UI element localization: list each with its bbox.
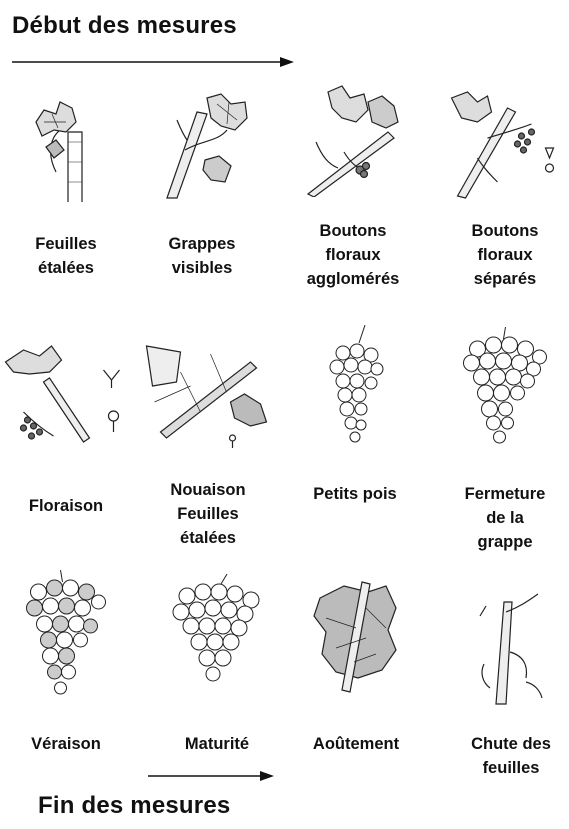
stage-grappes-visibles: Grappes visibles	[137, 80, 267, 280]
stage-label: Nouaison Feuilles étalées	[138, 478, 278, 550]
stage-nouaison: Nouaison Feuilles étalées	[143, 340, 273, 555]
start-arrow-icon	[12, 56, 294, 68]
stage-chute-des-feuilles: Chute des feuilles	[446, 570, 569, 790]
stage-label: Véraison	[0, 732, 136, 756]
vine-fruit-set-icon	[141, 342, 276, 452]
stage-label: Petits pois	[285, 482, 425, 506]
stage-veraison: Véraison	[1, 570, 131, 755]
vine-flowering-icon	[4, 342, 129, 457]
stage-label: Feuilles étalées	[0, 232, 136, 280]
stage-label: Boutons floraux séparés	[435, 219, 569, 291]
stage-label: Maturité	[147, 732, 287, 756]
stage-petits-pois: Petits pois	[290, 325, 420, 525]
end-title: Fin des mesures	[38, 792, 230, 820]
stage-boutons-floraux-agglomeres: Boutons floraux agglomérés	[288, 80, 418, 300]
stage-label: Grappes visibles	[132, 232, 272, 280]
end-arrow-icon	[148, 770, 274, 782]
stage-label: Boutons floraux agglomérés	[283, 219, 423, 291]
grape-cluster-pea-size-icon	[315, 325, 395, 455]
stage-fermeture-de-la-grappe: Fermeture de la grappe	[440, 325, 569, 565]
stage-aoutement: Aoûtement	[291, 570, 421, 755]
grape-cluster-veraison-icon	[19, 570, 114, 705]
stage-label: Fermeture de la grappe	[435, 482, 569, 554]
vine-shoot-clusters-visible-icon	[147, 90, 257, 200]
stage-maturite: Maturité	[152, 570, 282, 755]
vine-shoot-leaves-unfolded-icon	[16, 92, 116, 202]
vine-wood-ripening-icon	[306, 578, 406, 698]
stage-floraison: Floraison	[1, 340, 131, 530]
stage-feuilles-etalees: Feuilles étalées	[1, 80, 131, 280]
grape-cluster-closure-icon	[458, 327, 553, 452]
stage-boutons-floraux-separes: Boutons floraux séparés	[440, 80, 569, 300]
stage-label: Aoûtement	[286, 732, 426, 756]
grape-cluster-maturity-icon	[167, 574, 267, 699]
stage-label: Chute des feuilles	[441, 732, 569, 780]
start-title: Début des mesures	[12, 12, 237, 40]
stage-label: Floraison	[0, 494, 136, 518]
vine-leaf-fall-icon	[466, 592, 556, 707]
vine-flower-buds-separated-icon	[448, 88, 563, 200]
vine-flower-buds-clustered-icon	[298, 82, 408, 197]
